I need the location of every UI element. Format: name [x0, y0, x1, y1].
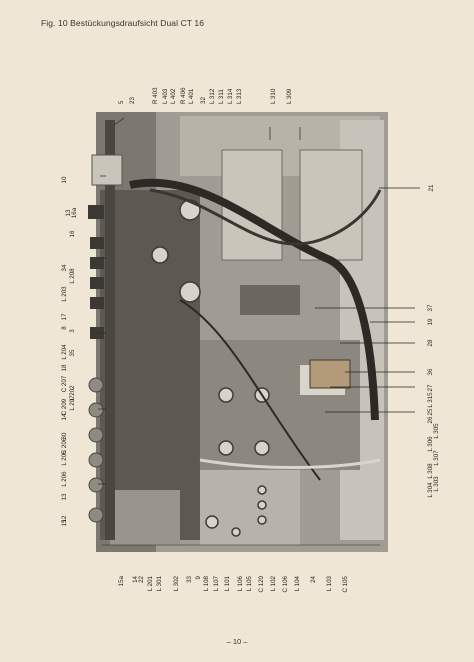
callout-label: 18	[61, 364, 68, 371]
callout-label: C 120	[258, 575, 265, 592]
callout-label: L 304	[427, 482, 434, 498]
callout-label: 3	[69, 329, 76, 333]
callout-label: 37	[427, 304, 434, 311]
callout-label: 33	[186, 575, 193, 582]
callout-label: L 202	[69, 385, 76, 401]
callout-label: C 207	[61, 375, 68, 392]
callout-label: L 105	[246, 575, 253, 591]
callout-label: 13	[61, 493, 68, 500]
callout-label: 27	[427, 384, 434, 391]
callout-label: L 401	[188, 88, 195, 104]
callout-label: 28	[427, 339, 434, 346]
callout-label: L 315	[427, 392, 434, 408]
callout-label: 25	[427, 408, 434, 415]
callout-label: 10	[61, 176, 68, 183]
callout-label: C 206	[61, 437, 68, 454]
callout-label: 21	[428, 184, 435, 191]
callout-label: 36	[427, 368, 434, 375]
callout-label: 30	[61, 432, 68, 439]
callout-label: 14	[132, 575, 139, 582]
callout-label: 23	[129, 97, 136, 104]
callout-label: 32	[200, 97, 207, 104]
callout-label: 15	[61, 519, 68, 526]
callout-label: L 403	[162, 88, 169, 104]
page-number: – 10 –	[226, 637, 248, 646]
callout-label: 12	[61, 515, 68, 522]
callout-label: L 309	[286, 88, 293, 104]
callout-label: 13	[65, 209, 72, 216]
callout-label: L 204	[61, 344, 68, 360]
callout-label: L 103	[326, 575, 333, 591]
callout-label: 9	[195, 575, 202, 579]
callout-label: 16a	[71, 207, 78, 218]
callout-label: L 104	[294, 575, 301, 591]
callout-label: L 301	[156, 575, 163, 591]
callout-label: 24	[310, 575, 317, 582]
callout-label: L 201	[147, 575, 154, 591]
callout-label: 16	[69, 230, 76, 237]
callout-label: L 107	[213, 575, 220, 591]
callout-label: L 312	[209, 88, 216, 104]
callout-label: 15a	[118, 575, 125, 586]
callout-label: L 101	[224, 575, 231, 591]
callout-label: L 310	[270, 88, 277, 104]
callout-label: L 302	[173, 575, 180, 591]
callout-label: 22	[138, 575, 145, 582]
callout-label: L 306	[427, 436, 434, 452]
callout-label: 19	[427, 318, 434, 325]
callout-label: L 206	[61, 471, 68, 487]
callout-label: 17	[61, 313, 68, 320]
callout-label: L 305	[433, 423, 440, 439]
callout-label: L 314	[227, 88, 234, 104]
callout-label: 8	[61, 326, 68, 330]
callout-label: L 208	[69, 268, 76, 284]
callout-label: 34	[61, 264, 68, 271]
callout-label: 26	[427, 416, 434, 423]
callout-label: 35	[69, 349, 76, 356]
callout-label: L 203	[61, 286, 68, 302]
callout-label: L 108	[203, 575, 210, 591]
callout-label: C 105	[342, 575, 349, 592]
callout-label: L 311	[218, 89, 225, 104]
callout-label: 5	[118, 100, 125, 104]
callout-label: R 403	[152, 87, 159, 104]
callout-label: L 313	[236, 88, 243, 104]
callout-label: C 209	[61, 398, 68, 415]
callout-label: L 102	[270, 575, 277, 591]
callout-label: L 106	[237, 575, 244, 591]
figure-caption: Fig. 10 Bestückungsdraufsicht Dual CT 16	[41, 18, 205, 28]
callout-label: L 308	[427, 463, 434, 479]
callout-label: C 106	[282, 575, 289, 592]
callout-label: L 307	[433, 450, 440, 466]
callout-label: 14	[61, 413, 68, 420]
callout-label: L 207	[69, 395, 76, 411]
callout-label: R 406	[180, 87, 187, 104]
callout-label: L 303	[433, 476, 440, 492]
callout-label: L 205	[61, 450, 68, 466]
callout-label: L 402	[170, 88, 177, 104]
